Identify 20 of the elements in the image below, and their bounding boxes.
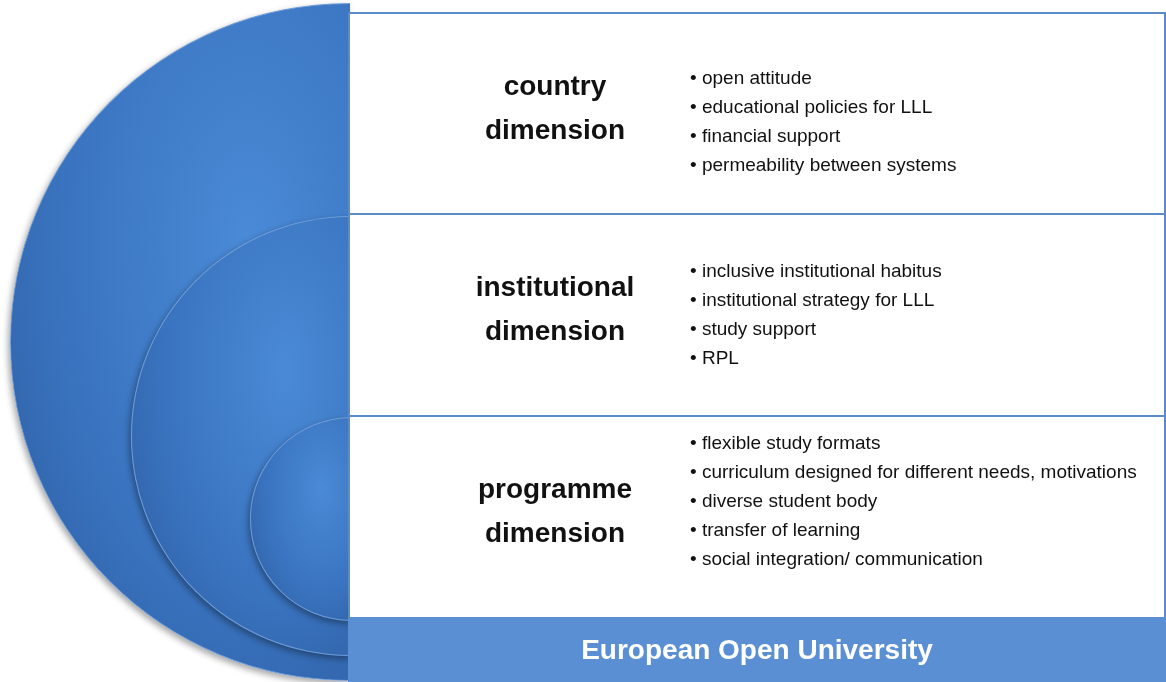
dimension-panel [348,415,1166,619]
dimension-panel [348,213,1166,417]
bullet-item: • curriculum designed for different needs, motivations [690,460,1138,484]
bullet-item: • inclusive institutional habitus [690,259,943,283]
bullet-item: • open attitude [690,66,813,90]
bullet-item: • RPL [690,346,740,370]
bullet-item: • transfer of learning [690,518,862,542]
bullet-item: • study support [690,317,817,341]
bullet-item: • educational policies for LLL [690,95,934,119]
bullet-item: • social integration/ communication [690,547,984,571]
bullet-item: • institutional strategy for LLL [690,288,936,312]
bullet-item: • flexible study formats [690,431,882,455]
dimension-heading: programme dimension [476,472,633,550]
dimension-heading: country dimension [484,69,626,147]
dimension-panel [348,12,1166,215]
bullet-item: • diverse student body [690,489,879,513]
dimension-heading: institutional dimension [474,270,636,348]
bullet-item: • permeability between systems [690,153,958,177]
bullet-item: • financial support [690,124,842,148]
title-bar: European Open University [348,617,1166,682]
